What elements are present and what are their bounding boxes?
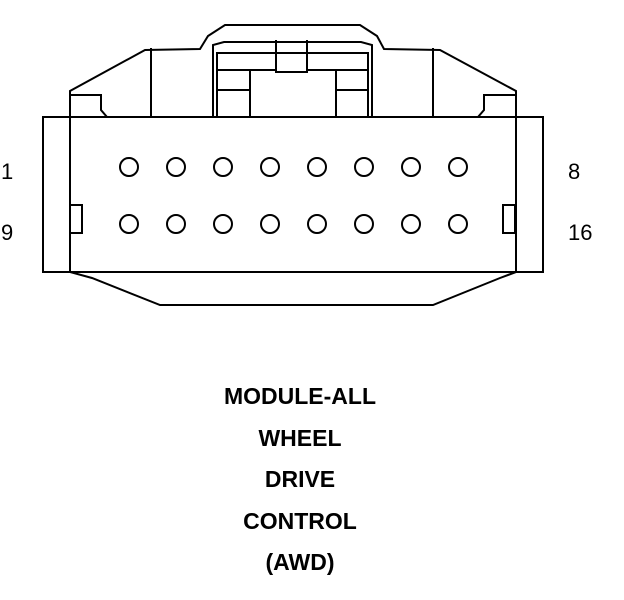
caption-line-drive: DRIVE: [264, 466, 336, 492]
latch-right-slot: [335, 70, 368, 117]
pin-cavity-3: [213, 157, 233, 177]
pin-cavity-2: [166, 157, 186, 177]
left-key: [69, 204, 83, 234]
caption-line-control: CONTROL: [243, 507, 357, 534]
pin-cavity-9: [119, 214, 139, 234]
pin-group: [119, 157, 468, 234]
pin-cavity-11: [213, 214, 233, 234]
pin-cavity-12: [260, 214, 280, 234]
pin-cavity-14: [354, 214, 374, 234]
pin-label-1: 1: [1, 159, 13, 184]
connector-outer-frame: [42, 116, 544, 273]
pin-cavity-5: [307, 157, 327, 177]
right-key: [502, 204, 516, 234]
pin-cavity-1: [119, 157, 139, 177]
pin-cavity-15: [401, 214, 421, 234]
caption-line-module: MODULE-ALL: [223, 383, 377, 409]
pin-label-8: 8: [568, 159, 580, 184]
pin-cavity-7: [401, 157, 421, 177]
pin-cavity-8: [448, 157, 468, 177]
pin-cavity-16: [448, 214, 468, 234]
pin-label-9: 9: [1, 220, 13, 245]
pin-cavity-10: [166, 214, 186, 234]
pin-cavity-6: [354, 157, 374, 177]
latch-left-slot: [217, 69, 251, 117]
connector-upper-shell: [69, 24, 517, 118]
latch-housing: [150, 41, 434, 117]
pin-cavity-4: [260, 157, 280, 177]
connector-body: [69, 95, 517, 306]
latch-tab: [275, 40, 308, 73]
pin-label-16: 16: [568, 220, 592, 245]
caption-line-wheel: WHEEL: [258, 424, 342, 451]
pin-cavity-13: [307, 214, 327, 234]
latch-arm: [216, 52, 369, 117]
caption-line-awd: (AWD): [265, 549, 335, 575]
connector-caption: MODULE-ALL WHEEL DRIVE CONTROL (AWD): [0, 376, 600, 584]
